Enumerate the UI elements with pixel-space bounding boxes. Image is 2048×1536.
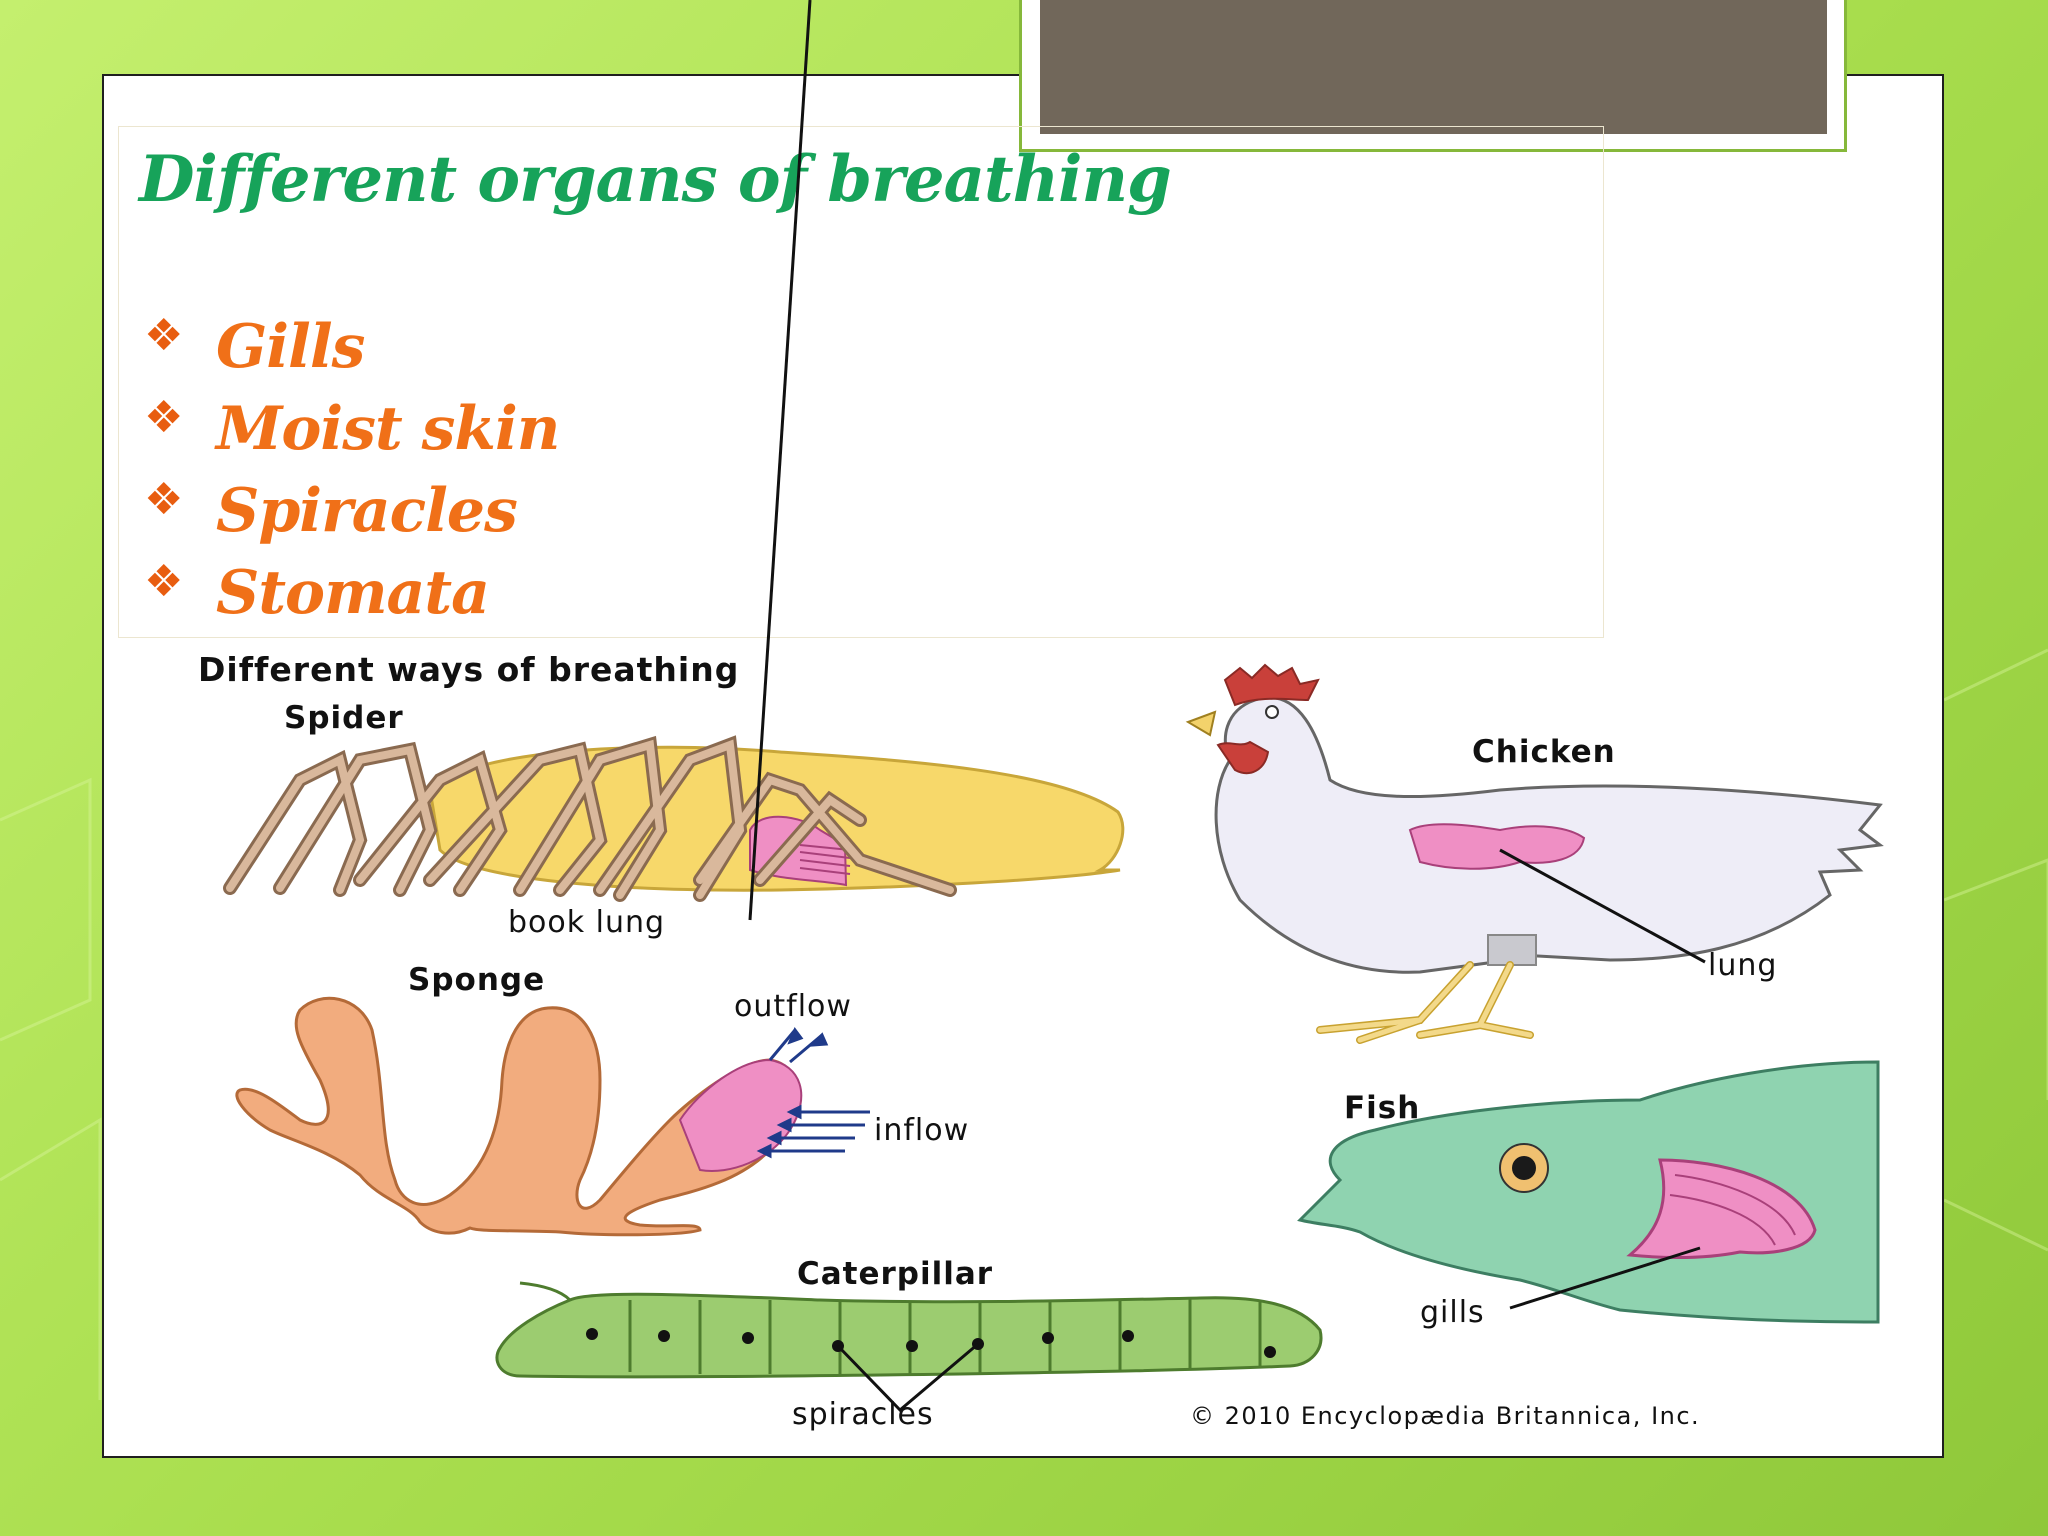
bullet-item: ❖ Stomata [144, 552, 559, 634]
bullet-item: ❖ Moist skin [144, 388, 560, 470]
diamond-bullet-icon: ❖ [144, 474, 184, 525]
figure-title: Different ways of breathing [198, 650, 739, 689]
chicken-label: lung [1708, 948, 1777, 983]
chicken-name: Chicken [1472, 734, 1616, 770]
content-textbox [118, 126, 1604, 638]
spider-label: book lung [508, 905, 665, 940]
sponge-drawing [235, 996, 870, 1237]
bullet-label: Stomata [216, 558, 490, 628]
sponge-inflow-label: inflow [874, 1113, 969, 1148]
sponge-name: Sponge [408, 962, 545, 998]
bullet-label: Moist skin [216, 394, 560, 464]
bullet-item: ❖ Spiracles [144, 470, 559, 552]
diamond-bullet-icon: ❖ [144, 310, 184, 361]
diamond-bullet-icon: ❖ [144, 392, 184, 443]
bullet-label: Gills [216, 312, 365, 382]
chicken-drawing [1185, 663, 1884, 1044]
copyright-note: © 2010 Encyclopædia Britannica, Inc. [1190, 1402, 1700, 1430]
bullet-item: ❖ Gills [144, 306, 559, 388]
caterpillar-label: spiracles [792, 1397, 934, 1432]
spider-drawing [223, 0, 1125, 921]
spider-name: Spider [284, 700, 404, 736]
bullet-list: ❖ Gills ❖ Moist skin ❖ Spiracles ❖ Stoma… [144, 306, 560, 634]
diamond-bullet-icon: ❖ [144, 556, 184, 607]
caterpillar-name: Caterpillar [797, 1256, 993, 1292]
title-placeholder [1040, 0, 1827, 134]
caterpillar-drawing [495, 1281, 1323, 1413]
fish-drawing [1297, 1060, 1880, 1324]
sponge-outflow-label: outflow [734, 989, 852, 1024]
fish-label: gills [1420, 1295, 1485, 1330]
bullet-label: Spiracles [216, 476, 518, 546]
fish-name: Fish [1344, 1090, 1420, 1126]
slide-heading: Different organs of breathing [139, 142, 1172, 217]
